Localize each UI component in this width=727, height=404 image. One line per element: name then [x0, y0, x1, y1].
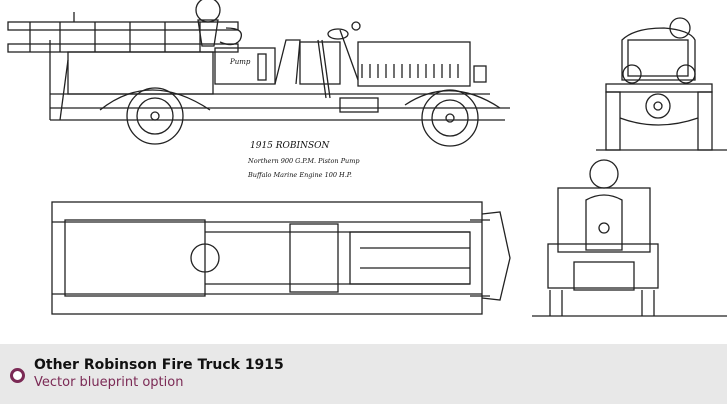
notes-engine-spec: Buffalo Marine Engine 100 H.P. [247, 171, 352, 179]
caption-title: Other Robinson Fire Truck 1915 [34, 357, 284, 373]
side-view: Pump [7, 0, 510, 147]
blueprint-drawing: Pump 1915 ROBINSON Northern 900 G.P.M. P… [7, 0, 727, 317]
option-radio[interactable] [10, 368, 25, 383]
caption-subtitle: Vector blueprint option [34, 375, 184, 390]
caption-bar [0, 344, 727, 404]
rear-view [532, 159, 727, 317]
front-view [596, 17, 727, 151]
notes-title: 1915 ROBINSON [250, 141, 331, 151]
pump-label: Pump [229, 58, 251, 66]
notes-pump-spec: Northern 900 G.P.M. Piston Pump [247, 157, 360, 165]
blueprint-notes: 1915 ROBINSON Northern 900 G.P.M. Piston… [247, 141, 360, 179]
top-view [51, 201, 511, 315]
